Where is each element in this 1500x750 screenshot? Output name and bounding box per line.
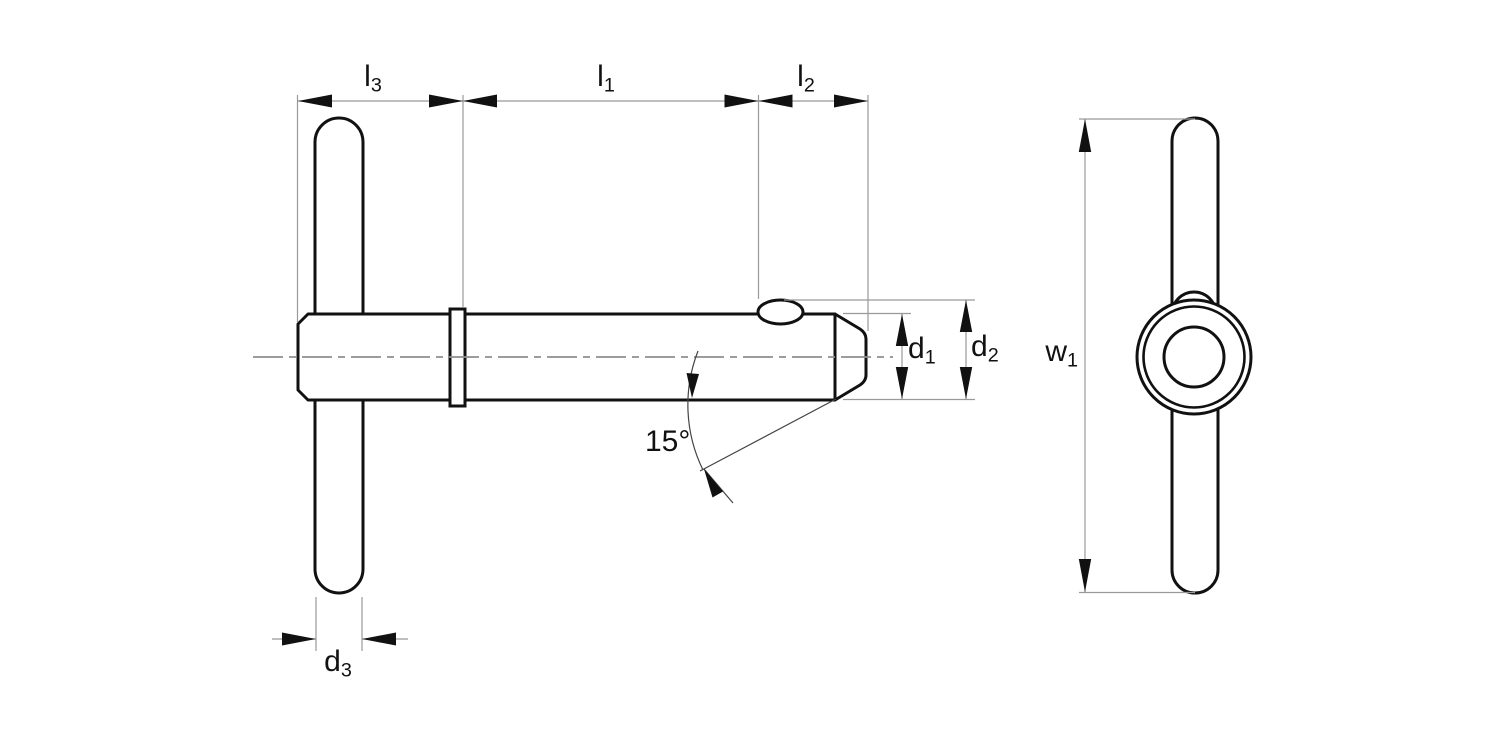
dim-label-tip-angle: 15°: [645, 425, 691, 458]
dim-label-l2: l2: [797, 60, 815, 97]
arrow-d1-top: [895, 314, 909, 346]
arrow-l1-right: [724, 94, 759, 108]
angle-arrow-tail: [703, 468, 734, 504]
arrow-w1-bottom: [1078, 559, 1092, 592]
dim-label-l3: l3: [364, 60, 382, 97]
arrow-l2-left: [758, 94, 793, 108]
angle-arc: [687, 350, 704, 471]
arrow-d3-right: [362, 632, 396, 646]
arrow-angle-bottom: [704, 469, 723, 498]
arrowheads: [282, 94, 1092, 646]
dim-label-d1: d1: [908, 332, 936, 369]
arrow-l1-left: [463, 94, 497, 108]
dim-label-d2: d2: [971, 330, 999, 367]
detent-ball: [756, 298, 805, 326]
angle-dimension: [687, 350, 837, 504]
arrow-angle-top: [686, 373, 699, 398]
arrow-l2-right: [834, 94, 868, 108]
dim-label-w1: w1: [1045, 335, 1078, 372]
arrow-d2-bottom: [959, 367, 973, 399]
arrow-d3-left: [282, 632, 316, 646]
arrow-d1-bottom: [895, 367, 909, 399]
shaft-circle: [1162, 325, 1226, 389]
dim-label-l1: l1: [597, 60, 615, 97]
side-view: [253, 116, 893, 595]
chamfer-extension-line: [699, 398, 837, 472]
dim-label-d3: d3: [324, 645, 352, 682]
end-view: [1135, 116, 1253, 595]
arrow-l3-left: [298, 94, 332, 108]
arrow-w1-top: [1078, 119, 1092, 152]
arrow-l3-right: [429, 94, 463, 108]
arrow-d2-top: [959, 300, 973, 332]
